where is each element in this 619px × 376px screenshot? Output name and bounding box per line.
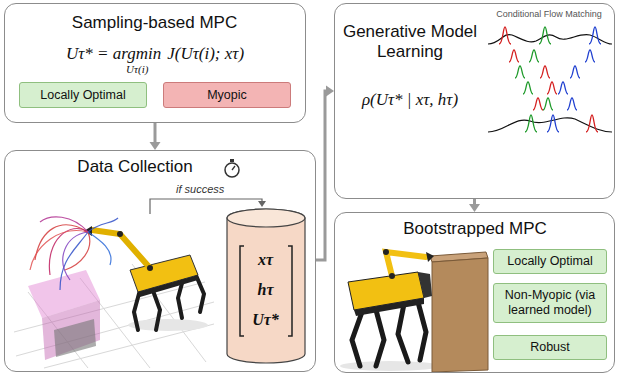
formula-text: ρ(Uτ* | xτ, hτ)	[335, 90, 485, 110]
formula-subscript: Uτ(i)	[126, 63, 148, 75]
sampled-trajectory	[88, 232, 111, 265]
robot-joint	[389, 273, 395, 279]
vector-bracket	[240, 246, 244, 336]
sample-peak	[515, 66, 525, 78]
connector-line	[473, 199, 476, 204]
formula-text: Uτ* = argmin	[66, 44, 161, 64]
stage-panel: Data Collection xτ hτUτ*	[4, 150, 316, 372]
vector-entry: hτ	[226, 280, 306, 299]
annotation-label: if success	[174, 183, 226, 195]
pushed-box	[432, 258, 488, 372]
panel-title: Data Collection	[60, 157, 210, 177]
panel-title: Sampling-based MPC	[5, 13, 304, 33]
robot-leg	[376, 310, 384, 366]
stage-panel: Sampling-based MPC Uτ* = argminUτ(i) J(Uτ(…	[4, 3, 306, 123]
sample-peak	[589, 27, 601, 44]
box-label: Non-Myopic (via learned model)	[498, 288, 602, 318]
benefit-box: Non-Myopic (via learned model)	[493, 283, 607, 323]
stopwatch-icon	[225, 163, 239, 177]
panel-title: Generative Model Learning	[335, 22, 485, 63]
sample-peak	[540, 66, 550, 78]
flow-arrow	[150, 123, 161, 150]
drawback-box: Myopic	[163, 82, 291, 108]
robot-joint	[383, 249, 389, 255]
robot-leg	[352, 312, 362, 366]
box-label: Myopic	[207, 88, 247, 103]
robot-leg	[134, 290, 140, 330]
robot-gripper	[426, 252, 434, 262]
sample-peak	[547, 115, 559, 132]
box-label: Locally Optimal	[40, 88, 125, 103]
arrow-head	[150, 142, 161, 150]
robot-arm	[386, 252, 426, 276]
robot-joint	[147, 265, 153, 271]
sample-peak	[533, 98, 543, 110]
sample-peak	[567, 98, 577, 110]
sampled-trajectory	[30, 231, 88, 270]
benefit-box: Robust	[493, 335, 607, 360]
robot-joint	[117, 231, 123, 237]
sampled-trajectory	[60, 232, 88, 290]
arrow-head	[469, 204, 480, 212]
box-label: Locally Optimal	[507, 254, 592, 269]
sample-peak	[558, 82, 568, 94]
robot-body	[138, 275, 198, 297]
stage-panel: Generative Model Learning ρ(Uτ* | xτ, hτ)…	[334, 3, 615, 199]
connector-line	[316, 91, 326, 260]
stopwatch-icon	[232, 166, 235, 170]
sample-peak	[543, 98, 553, 110]
panel-title: Bootstrapped MPC	[395, 219, 555, 239]
box-label: Robust	[530, 340, 570, 355]
object-box	[54, 319, 96, 357]
robot-shadow	[128, 319, 208, 331]
vector-bracket	[288, 246, 292, 336]
benefit-box: Locally Optimal	[19, 82, 147, 108]
sample-peak	[509, 50, 519, 62]
leader-arrowhead	[258, 201, 266, 207]
stage-panel: Bootstrapped MPC Locally OptimalNon-Myopi…	[334, 212, 615, 373]
robot-body	[354, 298, 424, 316]
arrow-head	[326, 86, 334, 97]
sample-peak	[525, 115, 537, 132]
flow-arrow	[316, 86, 334, 261]
goal-region	[42, 300, 100, 360]
benefit-box: Locally Optimal	[493, 249, 607, 274]
stopwatch-icon	[230, 159, 234, 162]
sample-peak	[529, 50, 539, 62]
sample-peak	[539, 27, 551, 44]
cylinder-top	[227, 209, 305, 227]
flow-arrow	[469, 199, 480, 212]
robot-head	[418, 272, 432, 298]
sampled-trajectory	[88, 218, 118, 232]
robot-leg	[398, 304, 408, 362]
robot-leg	[152, 288, 160, 330]
cylinder-shape	[227, 209, 305, 363]
robot-shadow	[340, 361, 440, 371]
sampled-trajectory	[40, 217, 88, 232]
formula-text: J(Uτ(i); xτ)	[167, 44, 244, 64]
robot-leg	[418, 302, 426, 360]
sample-peak	[586, 115, 598, 132]
vector-entry: xτ	[226, 250, 306, 269]
sample-peak	[499, 27, 511, 44]
sample-peak	[547, 82, 557, 94]
sample-peak	[523, 82, 533, 94]
connector-line	[154, 123, 157, 142]
sample-peak	[585, 50, 595, 62]
figure-caption: Conditional Flow Matching	[485, 9, 613, 20]
vector-entry: Uτ*	[226, 310, 306, 329]
sample-peak	[570, 66, 580, 78]
sampled-trajectory	[65, 232, 90, 270]
database-cylinder: xτ hτUτ*	[226, 208, 306, 364]
robot-arm	[92, 230, 150, 268]
